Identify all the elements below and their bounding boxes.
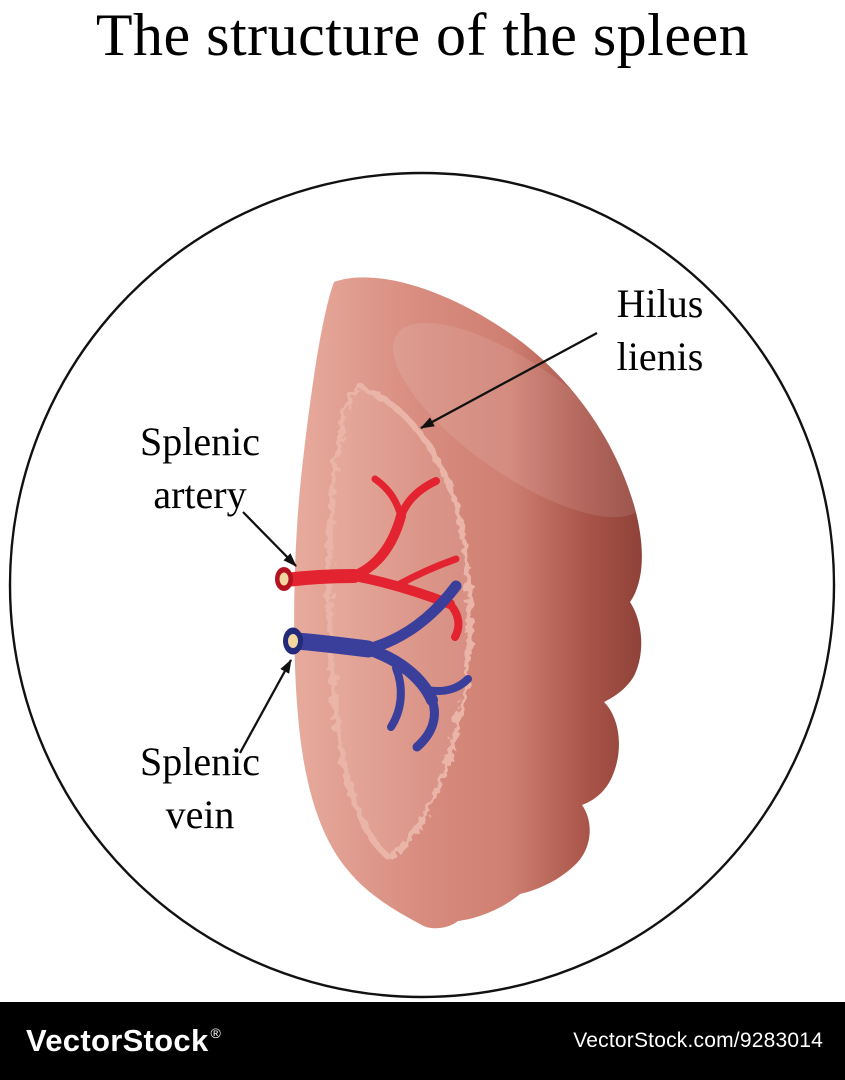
spleen-illustration	[294, 277, 647, 929]
circle-outline	[8, 171, 836, 999]
vein-arrow	[238, 659, 293, 754]
label-splenic-vein: Splenic vein	[100, 736, 300, 842]
label-artery-line2: artery	[153, 471, 247, 517]
page-title: The structure of the spleen	[95, 2, 750, 68]
brand-text: VectorStock	[26, 1023, 209, 1058]
artery-lumen	[279, 572, 289, 586]
label-hilus-line1: Hilus	[616, 281, 704, 326]
image-credit: VectorStock.com/9283014	[573, 1029, 823, 1052]
label-vein-line2: vein	[165, 791, 235, 837]
label-hilus-line2: lienis	[616, 333, 704, 379]
label-artery-line1: Splenic	[140, 419, 260, 464]
hilum-outline	[325, 383, 473, 862]
registered-mark: ®	[210, 1025, 222, 1041]
label-vein-line1: Splenic	[140, 739, 260, 784]
watermark-footer: VectorStock ® VectorStock.com/9283014	[0, 1002, 845, 1080]
splenic-vein-vessel	[287, 580, 472, 752]
label-hilus-lienis: Hilus lienis	[555, 278, 765, 384]
spleen-highlight	[393, 322, 647, 518]
vein-lumen	[288, 634, 298, 648]
label-splenic-artery: Splenic artery	[100, 416, 300, 522]
vectorstock-brand: VectorStock ®	[26, 1023, 221, 1059]
hilus-arrow	[420, 331, 598, 430]
artery-arrow	[242, 511, 297, 567]
annotation-arrows	[238, 331, 598, 754]
